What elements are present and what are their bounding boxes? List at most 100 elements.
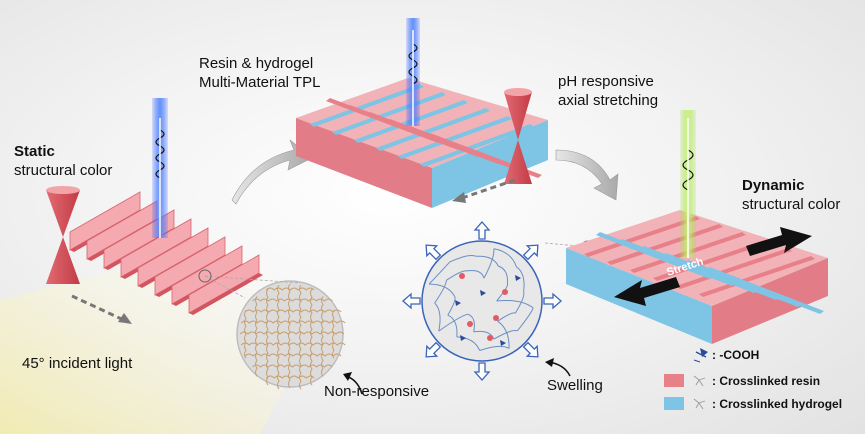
swelling-expansion-arrows (402, 221, 562, 381)
top-focus-cone-icon (504, 88, 532, 184)
expansion-arrow-shape (543, 292, 562, 310)
expansion-arrow-shape (425, 341, 442, 358)
network-strand (479, 345, 510, 351)
hydrogel-swatch (664, 397, 684, 410)
expansion-arrow-shape (522, 341, 539, 358)
network-strand (447, 295, 456, 316)
right-grid-resin-bar (676, 248, 792, 289)
non-responsive-label: Non-responsive (324, 383, 430, 400)
transition-arrow-right-icon (555, 149, 619, 201)
network-strand (428, 261, 450, 285)
expansion-arrow-shape (402, 292, 421, 310)
mesh-line (277, 284, 280, 390)
mesh-line (244, 309, 342, 313)
ph-label: pH responsive axial stretching (558, 72, 658, 110)
dynamic-subtitle: structural color (742, 196, 841, 213)
cooh-marker (500, 340, 506, 346)
network-strand (496, 299, 534, 309)
expansion-arrow-icon (473, 221, 491, 240)
mesh-line (244, 353, 342, 357)
ion-dot (502, 289, 508, 295)
network-strand (438, 313, 468, 332)
network-strand (497, 320, 510, 349)
non-responsive-network-circle (236, 280, 344, 388)
incident-arrow (71, 294, 129, 324)
network-strand (517, 307, 534, 332)
cooh-marker (460, 335, 466, 341)
network-strand (466, 270, 485, 279)
mesh-line (332, 309, 335, 359)
grating-fin-edge (189, 273, 263, 315)
expansion-arrow-icon (543, 292, 562, 310)
static-label: Static structural color (14, 142, 112, 180)
right-grid-resin-bar (699, 256, 815, 297)
mesh-line (321, 296, 324, 377)
top-label: Resin & hydrogel Multi-Material TPL (199, 54, 320, 92)
network-strand (514, 291, 525, 314)
network-strand (516, 266, 525, 292)
ion-dot (467, 321, 473, 327)
stretch-arrow-left-icon (614, 277, 680, 306)
network-strand (446, 270, 467, 281)
legend-hydrogel: : Crosslinked hydrogel (712, 397, 843, 411)
expansion-arrow-shape (473, 221, 491, 240)
network-strand (447, 314, 458, 337)
dynamic-label: Dynamic structural color (742, 176, 840, 214)
mesh-line (299, 284, 302, 390)
network-strand (476, 255, 499, 267)
right-grid-hydrogel-bar (706, 267, 824, 314)
static-subtitle: structural color (14, 162, 113, 179)
expansion-arrow-shape (425, 244, 442, 261)
top-grid-hydrogel-bar (310, 84, 424, 127)
mesh-line (310, 288, 313, 386)
mesh-line (240, 320, 346, 324)
top-grid-hydrogel-bar (376, 108, 490, 151)
network-strand (493, 330, 518, 340)
incident-light-glow (0, 240, 320, 434)
dynamic-title: Dynamic (742, 177, 805, 194)
incident-arrowhead-icon (118, 313, 132, 324)
network-strand (483, 248, 495, 279)
top-label-line1: Resin & hydrogel (199, 55, 314, 72)
expansion-arrow-icon (473, 362, 491, 381)
mesh-line (265, 375, 315, 379)
static-grating (69, 191, 263, 315)
ion-dot (487, 335, 493, 341)
resin-swatch (664, 374, 684, 387)
network-strand (493, 248, 517, 267)
dynamic-grid (566, 210, 828, 344)
network-strand (456, 336, 481, 351)
mesh-line (288, 283, 291, 389)
legend-cooh: : -COOH (712, 348, 760, 362)
network-strand (449, 255, 477, 263)
static-title: Static (14, 143, 55, 160)
expansion-arrow-icon (402, 292, 421, 310)
ion-dot (459, 273, 465, 279)
mesh-line (252, 298, 333, 302)
network-strand (497, 312, 516, 322)
expansion-arrow-icon (522, 244, 539, 261)
left-focus-cone-icon (46, 186, 80, 284)
network-strand (498, 265, 509, 285)
top-grid-hydrogel-bar (420, 124, 534, 167)
resin-network-mesh (239, 283, 346, 390)
multi-material-grid (296, 78, 548, 208)
mesh-line (265, 287, 315, 291)
right-grid-resin-bar (653, 240, 769, 281)
stretch-arrow-right-icon (746, 227, 812, 256)
network-strand (434, 280, 447, 304)
ph-label-line1: pH responsive (558, 73, 654, 90)
cooh-marker (480, 290, 486, 296)
legend-resin: : Crosslinked resin (712, 374, 821, 388)
top-wave-icon (408, 43, 418, 85)
mesh-line (255, 296, 258, 377)
mesh-line (239, 331, 345, 335)
expansion-arrow-shape (522, 244, 539, 261)
network-strand (434, 302, 441, 332)
cooh-marker (455, 300, 461, 306)
mesh-line (240, 342, 346, 346)
mesh-line (266, 288, 269, 386)
expansion-arrow-icon (522, 341, 539, 358)
cooh-icon (693, 348, 708, 363)
